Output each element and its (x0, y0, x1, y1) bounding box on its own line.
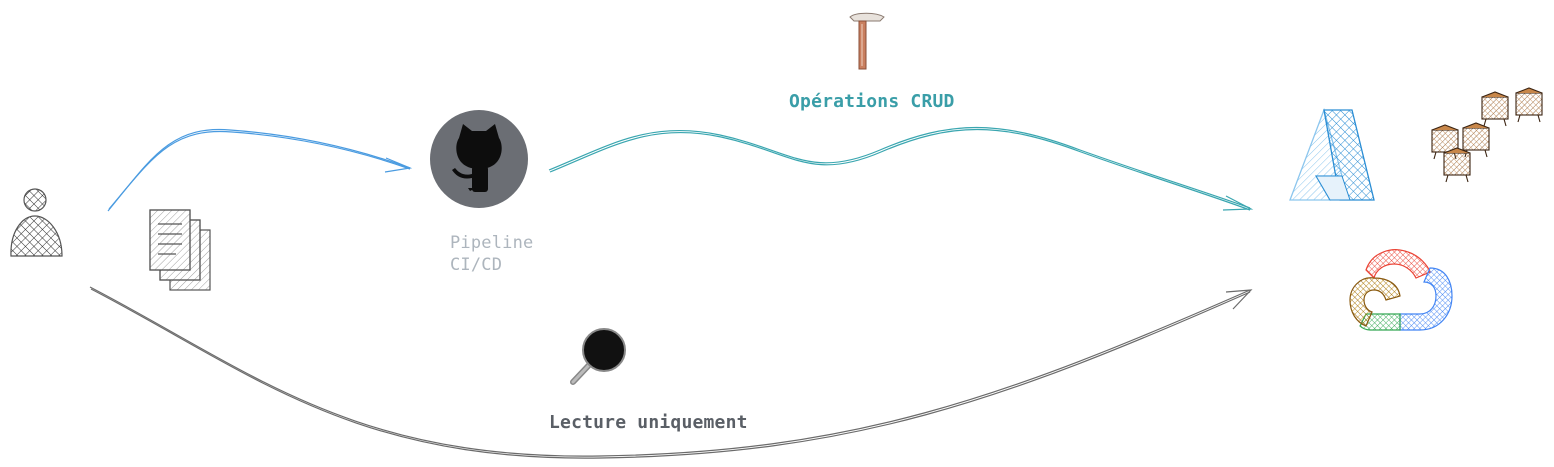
arrow-read-only (89, 286, 1253, 459)
pipeline-label-line2: CI/CD (450, 255, 503, 275)
crud-operations-label: Opérations CRUD (789, 91, 955, 112)
azure-icon (1289, 107, 1375, 201)
magnifier-icon (570, 328, 626, 385)
wrench-icon (849, 12, 885, 70)
pipeline-label: Pipeline CI/CD (450, 232, 533, 276)
arrow-user-to-pipeline (107, 128, 413, 212)
arrow-crud (548, 127, 1254, 211)
github-icon (430, 110, 528, 208)
user-icon (10, 188, 63, 257)
pipeline-label-line1: Pipeline (450, 233, 534, 253)
servers-icon (1431, 87, 1543, 183)
documents-icon (149, 209, 211, 291)
google-cloud-icon (1349, 249, 1453, 331)
read-only-label: Lecture uniquement (549, 412, 748, 433)
